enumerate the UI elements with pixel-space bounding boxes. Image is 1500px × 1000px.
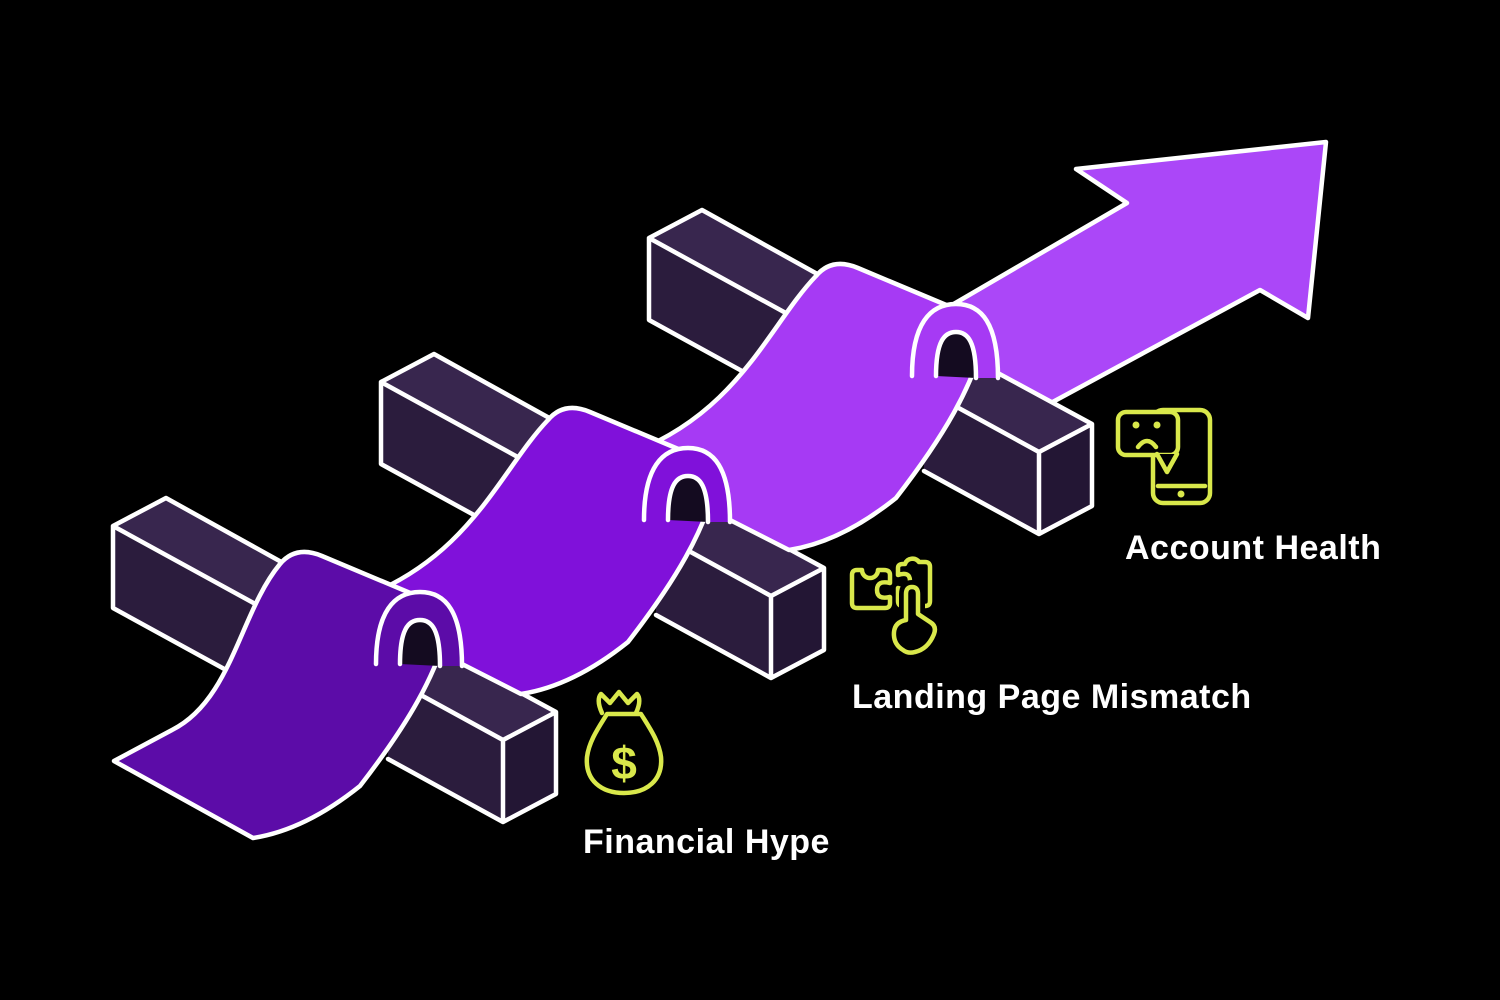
puzzle-mismatch-hand-icon: [849, 556, 942, 660]
fold-outline: [909, 301, 1001, 381]
fold-outline: [373, 589, 465, 669]
money-bag-icon: $: [584, 689, 664, 796]
phone-home-dot: [1177, 490, 1185, 498]
bar-front-face: [924, 389, 1039, 534]
bar-edges: [385, 618, 559, 825]
bar-front-face: [388, 677, 503, 822]
bar-edges: [921, 330, 1095, 537]
bag-tie-crown: [596, 689, 642, 716]
bar-end-face: [503, 712, 556, 822]
bar-end-face: [1039, 424, 1092, 534]
bag-body: [584, 711, 664, 796]
speech-bubble-tail: [1154, 451, 1180, 475]
ribbon-fold-3: [909, 301, 1001, 381]
fold-hole: [400, 620, 440, 666]
fold-hole: [936, 332, 976, 378]
bar-edges: [653, 474, 827, 681]
label-landing-page-mismatch: Landing Page Mismatch: [852, 678, 1252, 716]
label-financial-hype: Financial Hype: [583, 823, 830, 861]
bar-end-face: [771, 568, 824, 678]
fold-hole: [668, 476, 708, 522]
puzzle-piece-right: [895, 556, 933, 609]
sad-face-frown: [1135, 438, 1159, 450]
ribbon-fold-1: [373, 589, 465, 669]
phone-sad-review-icon: [1115, 407, 1213, 506]
bar-front-face: [656, 533, 771, 678]
speech-bubble: [1115, 409, 1181, 458]
label-account-health: Account Health: [1125, 529, 1381, 567]
sad-face-right-eye: [1153, 421, 1161, 429]
pointing-hand: [891, 584, 938, 655]
ribbon-fold-2: [641, 445, 733, 525]
hurdle-bar-2-lower: [653, 474, 827, 681]
sad-face-left-eye: [1132, 421, 1140, 429]
puzzle-piece-left: [849, 567, 893, 611]
fold-outline: [641, 445, 733, 525]
dollar-sign: $: [611, 737, 637, 789]
